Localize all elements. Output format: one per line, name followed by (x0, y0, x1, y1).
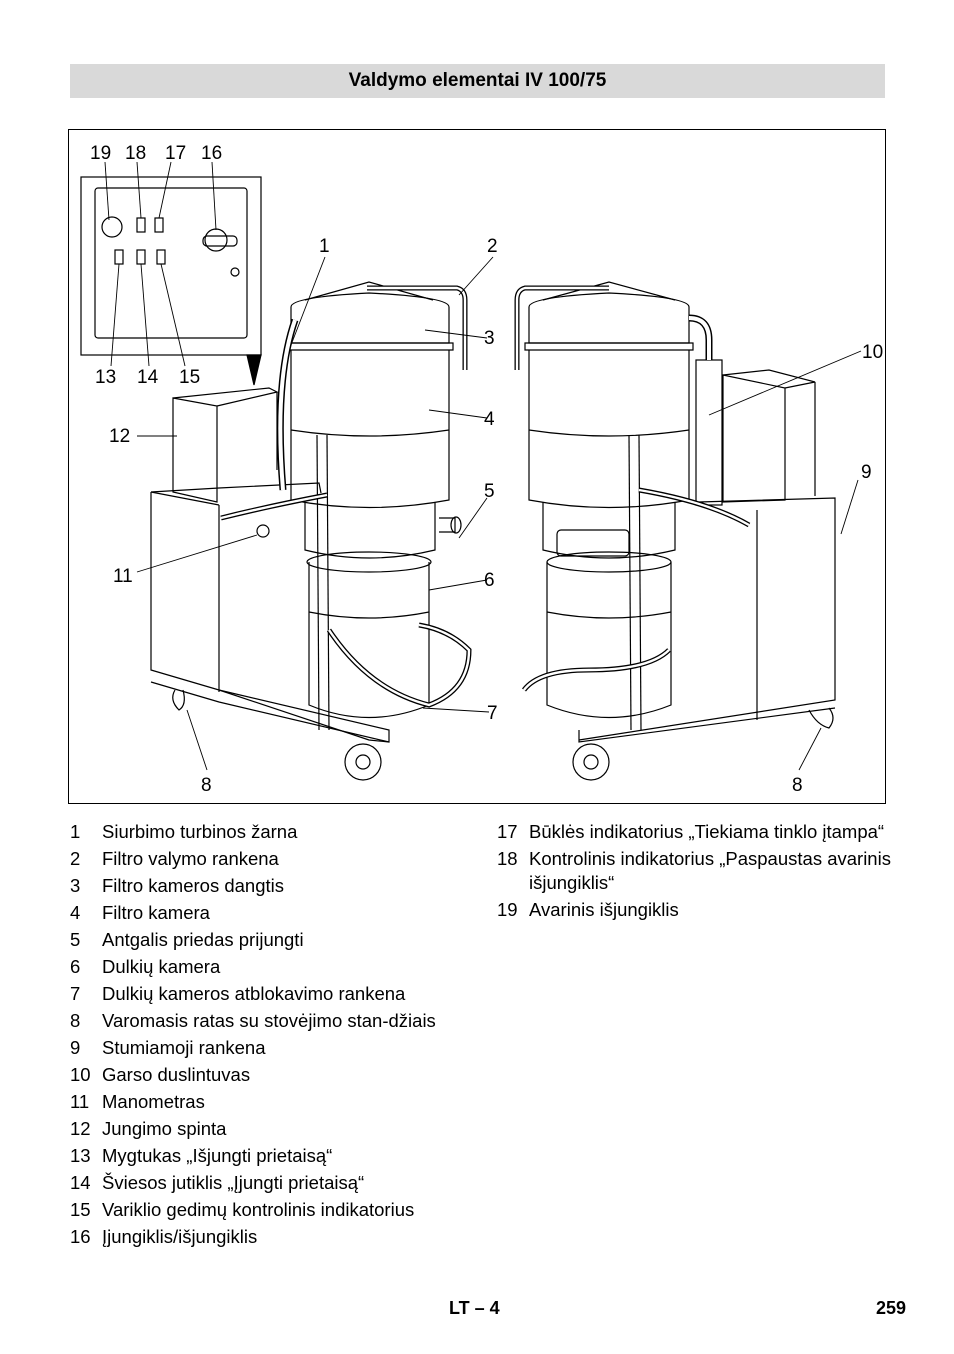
legend-text: Kontrolinis indikatorius „Paspaustas ava… (529, 847, 891, 893)
legend-number: 7 (70, 983, 81, 1004)
footer-page-ref: LT – 4 (449, 1298, 500, 1319)
legend-text: Mygtukas „Išjungti prietaisą“ (102, 1144, 333, 1166)
callout-5: 5 (484, 481, 495, 502)
legend-number: 16 (70, 1226, 91, 1247)
legend-item: 10 Garso duslintuvas (70, 1061, 470, 1088)
callout-6: 6 (484, 570, 495, 591)
legend-number: 1 (70, 821, 81, 842)
callout-1: 1 (319, 236, 330, 257)
callout-11: 11 (113, 566, 133, 587)
callout-19: 19 (90, 143, 111, 164)
callout-leaders (104, 161, 862, 771)
legend-number: 9 (70, 1037, 81, 1058)
legend-text: Siurbimo turbinos žarna (102, 820, 298, 842)
legend-number: 13 (70, 1145, 91, 1166)
callout-12: 12 (109, 426, 130, 447)
legend-item: 11 Manometras (70, 1088, 470, 1115)
legend-item: 1 Siurbimo turbinos žarna (70, 818, 470, 845)
legend-number: 6 (70, 956, 81, 977)
legend-text: Antgalis priedas prijungti (102, 928, 304, 950)
legend-item: 17 Būklės indikatorius „Tiekiama tinklo į… (497, 818, 897, 845)
callout-18: 18 (125, 143, 146, 164)
legend-item: 6 Dulkių kamera (70, 953, 470, 980)
legend-item: 5 Antgalis priedas prijungti (70, 926, 470, 953)
legend-left-column: 1 Siurbimo turbinos žarna 2 Filtro valymo … (70, 818, 470, 1250)
legend-number: 18 (497, 848, 518, 869)
legend-number: 19 (497, 899, 518, 920)
legend-text: Įjungiklis/išjungiklis (102, 1225, 258, 1247)
callout-17: 17 (165, 143, 186, 164)
legend-item: 2 Filtro valymo rankena (70, 845, 470, 872)
legend-right-column: 17 Būklės indikatorius „Tiekiama tinklo į… (497, 818, 897, 923)
legend-item: 16 Įjungiklis/išjungiklis (70, 1223, 470, 1250)
vacuum-cleaner-drawing: 19 18 17 16 13 14 15 1 2 3 4 5 6 7 8 8 9… (80, 143, 883, 796)
legend-number: 3 (70, 875, 81, 896)
legend-number: 12 (70, 1118, 91, 1139)
legend-text: Būklės indikatorius „Tiekiama tinklo įta… (529, 820, 885, 842)
legend-text: Varomasis ratas su stovėjimo stan-džiais (102, 1009, 436, 1031)
legend-text: Filtro kameros dangtis (102, 874, 284, 896)
callout-3: 3 (484, 328, 495, 349)
legend-item: 18 Kontrolinis indikatorius „Paspaustas a… (497, 845, 897, 896)
callout-8-left: 8 (201, 775, 212, 796)
legend-text: Manometras (102, 1090, 205, 1112)
legend-item: 15 Variklio gedimų kontrolinis indikatori… (70, 1196, 470, 1223)
legend-item: 4 Filtro kamera (70, 899, 470, 926)
legend-item: 12 Jungimo spinta (70, 1115, 470, 1142)
legend-number: 10 (70, 1064, 91, 1085)
callout-7: 7 (487, 703, 498, 724)
callout-15: 15 (179, 367, 200, 388)
callout-16: 16 (201, 143, 222, 164)
control-panel-inset (80, 176, 262, 386)
right-machine-view (514, 281, 836, 781)
legend-item: 8 Varomasis ratas su stovėjimo stan-džiai… (70, 1007, 470, 1034)
page-number: 259 (876, 1298, 907, 1318)
legend-number: 2 (70, 848, 81, 869)
left-machine-view (150, 281, 472, 781)
footer-section-number: – 4 (474, 1298, 500, 1318)
legend-text: Stumiamoji rankena (102, 1036, 266, 1058)
callout-13: 13 (95, 367, 116, 388)
legend-number: 17 (497, 821, 518, 842)
legend-number: 15 (70, 1199, 91, 1220)
callout-4: 4 (484, 409, 495, 430)
legend-text: Šviesos jutiklis „Įjungti prietaisą“ (102, 1171, 365, 1193)
legend-number: 8 (70, 1010, 81, 1031)
legend-number: 5 (70, 929, 81, 950)
legend-item: 19 Avarinis išjungiklis (497, 896, 897, 923)
legend-item: 13 Mygtukas „Išjungti prietaisą“ (70, 1142, 470, 1169)
legend-item: 14 Šviesos jutiklis „Įjungti prietaisą“ (70, 1169, 470, 1196)
legend-text: Variklio gedimų kontrolinis indikatorius (102, 1198, 415, 1220)
legend-text: Dulkių kameros atblokavimo rankena (102, 982, 406, 1004)
device-illustration: 19 18 17 16 13 14 15 1 2 3 4 5 6 7 8 8 9… (68, 129, 886, 804)
callout-9: 9 (861, 462, 872, 483)
legend-text: Dulkių kamera (102, 955, 221, 977)
callout-2: 2 (487, 236, 498, 257)
legend-item: 3 Filtro kameros dangtis (70, 872, 470, 899)
footer-language: LT (449, 1298, 470, 1318)
callout-8-right: 8 (792, 775, 803, 796)
legend-text: Filtro valymo rankena (102, 847, 279, 869)
legend-text: Avarinis išjungiklis (529, 898, 679, 920)
legend-item: 7 Dulkių kameros atblokavimo rankena (70, 980, 470, 1007)
legend-text: Garso duslintuvas (102, 1063, 251, 1085)
legend-number: 14 (70, 1172, 91, 1193)
legend-number: 4 (70, 902, 81, 923)
callout-14: 14 (137, 367, 159, 388)
callout-10: 10 (862, 342, 883, 363)
callout-labels: 19 18 17 16 13 14 15 1 2 3 4 5 6 7 8 8 9… (90, 143, 883, 796)
legend-item: 9 Stumiamoji rankena (70, 1034, 470, 1061)
legend-number: 11 (70, 1091, 90, 1112)
legend-text: Jungimo spinta (102, 1117, 227, 1139)
section-title: Valdymo elementai IV 100/75 (348, 70, 607, 91)
legend-text: Filtro kamera (102, 901, 210, 923)
section-title-bar: Valdymo elementai IV 100/75 (70, 64, 885, 98)
